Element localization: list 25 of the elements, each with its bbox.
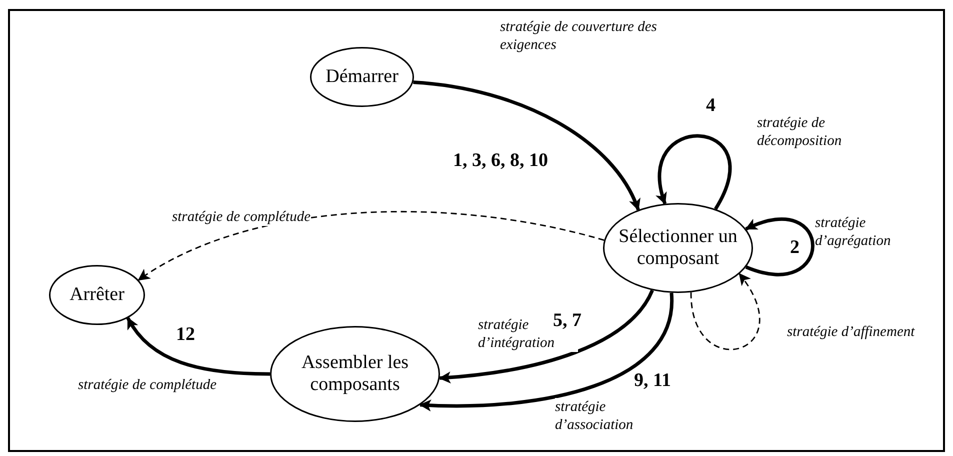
arrow [126, 317, 270, 376]
state-name: Démarrer [324, 66, 400, 88]
step-numbers: 5, 7 [553, 310, 582, 332]
arrow [419, 292, 674, 412]
arrow [656, 134, 732, 210]
arrow [690, 272, 760, 350]
step-numbers: 1, 3, 6, 8, 10 [453, 150, 548, 172]
state-ellipse [49, 265, 145, 325]
edge-label: stratégie de complétude [78, 376, 217, 394]
step-numbers: 12 [176, 324, 195, 346]
edge-label: stratégie de complétude [172, 208, 311, 226]
state-ellipse [310, 47, 414, 107]
step-numbers: 2 [790, 237, 800, 259]
state-name: Sélectionner un composant [618, 226, 738, 270]
arrow [413, 80, 640, 211]
state-ellipse [603, 203, 753, 293]
step-numbers: 4 [706, 95, 716, 117]
arrow [138, 210, 604, 281]
step-numbers: 9, 11 [634, 370, 671, 392]
state-name: Assembler les composants [300, 352, 410, 396]
state-ellipse [270, 326, 440, 422]
state-name: Arrêter [68, 284, 126, 306]
arrow [745, 217, 814, 276]
arrow [438, 289, 654, 384]
edge-label: stratégie d’affinement [787, 323, 915, 341]
